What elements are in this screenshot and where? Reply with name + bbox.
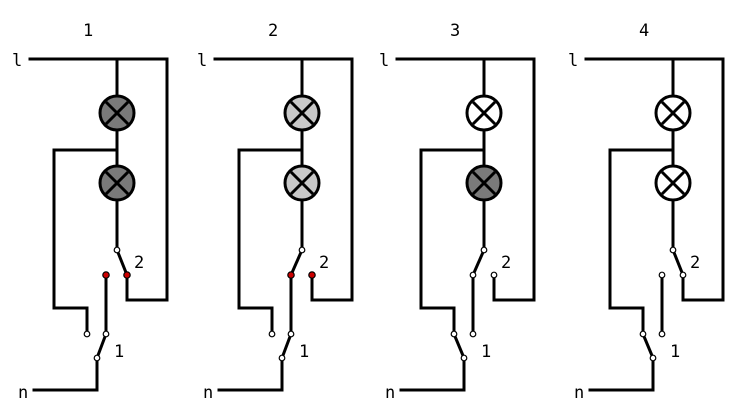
neutral-wire <box>588 356 655 392</box>
lamp-cross <box>471 170 497 196</box>
panel-number: 3 <box>450 21 460 41</box>
panel-number: 1 <box>83 21 93 41</box>
switch1-blade <box>280 332 293 360</box>
circuit-panel-2: 2 l n 1 2 <box>197 21 354 403</box>
phase-wire <box>395 57 536 302</box>
lamp-cross <box>104 100 130 126</box>
switch1-right-contact <box>287 330 295 338</box>
switch2-label: 2 <box>319 253 329 273</box>
switch2-pivot-contact <box>113 246 121 254</box>
switch1-label: 1 <box>481 342 491 362</box>
switch2-left-contact <box>469 271 477 279</box>
switch1-blade <box>641 332 655 360</box>
lamp-bottom <box>283 164 321 202</box>
lamp-bottom <box>654 164 692 202</box>
neutral-wire <box>32 356 99 392</box>
switch2-pivot-contact <box>298 246 306 254</box>
neutral-label: n <box>385 383 395 403</box>
switch2-label: 2 <box>134 253 144 273</box>
traveler-wire-a <box>237 148 304 334</box>
switch1-label: 1 <box>299 342 309 362</box>
switch2-right-contact <box>308 271 316 279</box>
lamp-top <box>654 94 692 132</box>
neutral-wire <box>217 356 284 392</box>
switch1-blade <box>95 332 108 360</box>
switch1-pivot-contact <box>649 354 657 362</box>
switch2-left-contact <box>287 271 295 279</box>
lamp-bottom <box>465 164 503 202</box>
switch1-pivot-contact <box>460 354 468 362</box>
lamp-bottom <box>98 164 136 202</box>
switch1-blade <box>452 332 466 360</box>
switch2-left-contact <box>658 271 666 279</box>
panel-number: 2 <box>268 21 278 41</box>
lamp-cross <box>104 170 130 196</box>
neutral-wire <box>399 356 466 392</box>
switch1-label: 1 <box>114 342 124 362</box>
phase-wire <box>213 57 354 302</box>
phase-label: l <box>379 51 389 71</box>
lamp-top <box>465 94 503 132</box>
switch2-right-contact <box>679 271 687 279</box>
switch2-blade <box>671 248 685 277</box>
circuit-panel-3: 3 l n 1 2 <box>379 21 536 403</box>
traveler-wire-a <box>419 148 486 334</box>
switch1-right-contact <box>102 330 110 338</box>
lamp-cross <box>289 170 315 196</box>
switch2-blade <box>289 248 304 277</box>
lamp-cross <box>471 100 497 126</box>
lamp-cross <box>660 100 686 126</box>
switch1-left-contact <box>268 330 276 338</box>
switch2-label: 2 <box>501 253 511 273</box>
switch1-label: 1 <box>670 342 680 362</box>
switch2-right-contact <box>490 271 498 279</box>
switch1-pivot-contact <box>93 354 101 362</box>
switch1-pivot-contact <box>278 354 286 362</box>
lamp-top <box>98 94 136 132</box>
neutral-label: n <box>203 383 213 403</box>
switch2-label: 2 <box>690 253 700 273</box>
switch2-right-contact <box>123 271 131 279</box>
switch2-left-contact <box>102 271 110 279</box>
switch1-left-contact <box>450 330 458 338</box>
lamp-cross <box>289 100 315 126</box>
switch1-right-contact <box>658 330 666 338</box>
switch1-left-contact <box>83 330 91 338</box>
circuit-panel-4: 4 l n 1 2 <box>568 21 725 403</box>
traveler-wire-a <box>52 148 119 334</box>
switch2-blade <box>471 248 486 277</box>
lamp-cross <box>660 170 686 196</box>
phase-wire <box>584 57 725 302</box>
switch2-pivot-contact <box>480 246 488 254</box>
switch1-left-contact <box>639 330 647 338</box>
phase-label: l <box>197 51 207 71</box>
lamp-top <box>283 94 321 132</box>
neutral-label: n <box>574 383 584 403</box>
panel-number: 4 <box>639 21 649 41</box>
circuit-panel-1: 1 l n 1 2 <box>12 21 169 403</box>
switch2-blade <box>115 248 129 277</box>
phase-wire <box>28 57 169 302</box>
phase-label: l <box>568 51 578 71</box>
neutral-label: n <box>18 383 28 403</box>
phase-label: l <box>12 51 22 71</box>
traveler-wire-a <box>608 148 675 334</box>
switch1-right-contact <box>469 330 477 338</box>
switch2-pivot-contact <box>669 246 677 254</box>
